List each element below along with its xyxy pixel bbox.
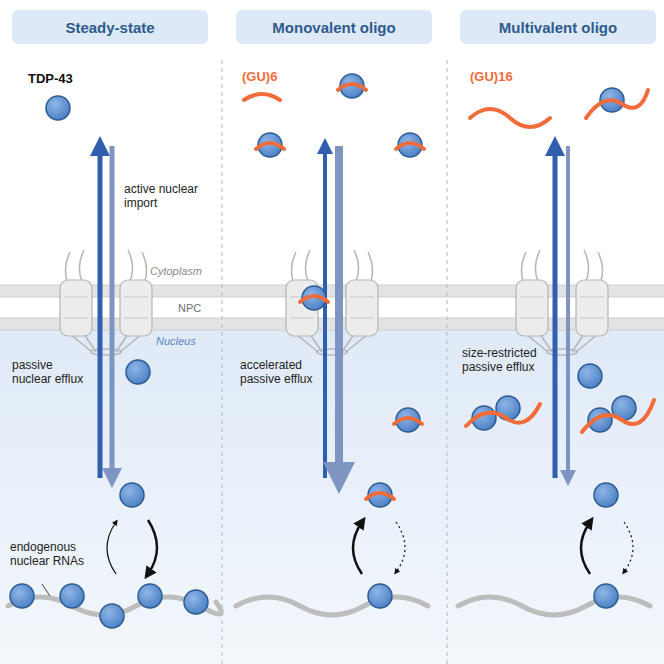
arrow-label: active nuclear import <box>124 182 204 210</box>
header-text: Multivalent oligo <box>499 19 617 36</box>
region-label: NPC <box>178 301 218 315</box>
rna-label: endogenous nuclear RNAs <box>10 540 100 568</box>
region-label: Nucleus <box>156 334 216 348</box>
panel-header: Monovalent oligo <box>236 10 432 44</box>
oligo-label: (GU)6 <box>242 70 302 84</box>
header-text: Steady-state <box>65 19 154 36</box>
panel-header: Steady-state <box>12 10 208 44</box>
oligo-label: (GU)16 <box>470 70 540 84</box>
arrow-label: accelerated passive efflux <box>240 358 320 386</box>
arrow-label: passive nuclear efflux <box>12 358 86 386</box>
region-label: Cytoplasm <box>150 264 220 278</box>
panel-header: Multivalent oligo <box>460 10 656 44</box>
arrow-label: size-restricted passive efflux <box>462 346 548 374</box>
header-text: Monovalent oligo <box>272 19 395 36</box>
protein-label: TDP-43 <box>28 72 98 86</box>
